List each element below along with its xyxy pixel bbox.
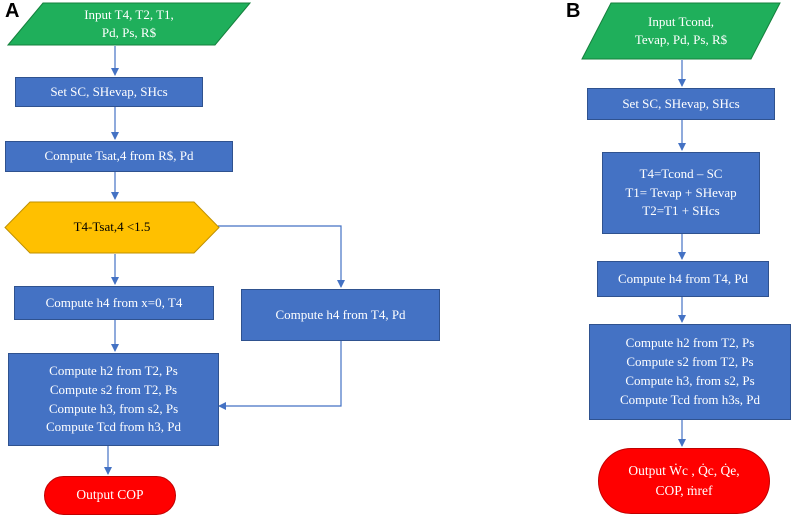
b-compute-line-2: Compute s2 from T2, Ps bbox=[626, 354, 754, 370]
panel-label-b: B bbox=[566, 0, 581, 22]
a-compute-block: Compute h2 from T2, Ps Compute s2 from T… bbox=[8, 353, 219, 446]
b-set-sc-label: Set SC, SHevap, SHcs bbox=[622, 95, 740, 111]
b-set-sc-box: Set SC, SHevap, SHcs bbox=[587, 88, 775, 120]
a-compute-h4-x0-label: Compute h4 from x=0, T4 bbox=[45, 294, 183, 310]
a-decision-diamond: T4-Tsat,4 <1.5 bbox=[4, 201, 220, 254]
panel-label-a: A bbox=[5, 0, 20, 22]
a-input-parallelogram: Input T4, T2, T1, Pd, Ps, R$ bbox=[7, 2, 251, 46]
a-compute-line-4: Compute Tcd from h3, Pd bbox=[46, 419, 181, 435]
a-input-line-1: Input T4, T2, T1, bbox=[84, 6, 174, 22]
a-compute-tsat-box: Compute Tsat,4 from R$, Pd bbox=[5, 141, 233, 172]
a-compute-line-1: Compute h2 from T2, Ps bbox=[49, 362, 178, 378]
a-input-line-2: Pd, Ps, R$ bbox=[101, 25, 157, 40]
a-compute-h4-pd-label: Compute h4 from T4, Pd bbox=[275, 306, 406, 322]
b-output-terminal: Output Ẇc , Q̇c, Q̇e, COP, ṁref bbox=[598, 448, 770, 514]
a-compute-h4-x0-box: Compute h4 from x=0, T4 bbox=[14, 286, 214, 320]
b-compute-h4-box: Compute h4 from T4, Pd bbox=[597, 261, 769, 297]
a-compute-line-3: Compute h3, from s2, Ps bbox=[48, 400, 179, 416]
b-compute-line-4: Compute Tcd from h3s, Pd bbox=[619, 391, 761, 407]
b-temps-line-1: T4=Tcond – SC bbox=[639, 165, 723, 181]
b-input-parallelogram: Input Tcond, Tevap, Pd, Ps, R$ bbox=[581, 2, 781, 60]
a-decision-label: T4-Tsat,4 <1.5 bbox=[73, 219, 151, 235]
b-compute-line-1: Compute h2 from T2, Ps bbox=[625, 335, 755, 351]
b-compute-block: Compute h2 from T2, Ps Compute s2 from T… bbox=[589, 324, 791, 420]
b-output-line-1: Output Ẇc , Q̇c, Q̇e, bbox=[628, 462, 740, 478]
b-output-line-2: COP, ṁref bbox=[655, 483, 713, 498]
b-compute-h4-label: Compute h4 from T4, Pd bbox=[617, 270, 749, 286]
a-set-sc-box: Set SC, SHevap, SHcs bbox=[15, 77, 203, 107]
b-input-line-2: Tevap, Pd, Ps, R$ bbox=[634, 32, 728, 47]
b-temps-line-3: T2=T1 + SHcs bbox=[642, 203, 720, 219]
b-input-line-1: Input Tcond, bbox=[647, 13, 714, 29]
b-compute-line-3: Compute h3, from s2, Ps bbox=[625, 373, 755, 388]
a-compute-tsat-label: Compute Tsat,4 from R$, Pd bbox=[44, 148, 194, 164]
b-temps-box: T4=Tcond – SC T1= Tevap + SHevap T2=T1 +… bbox=[602, 152, 760, 234]
a-compute-h4-pd-box: Compute h4 from T4, Pd bbox=[241, 289, 440, 341]
arrow-a-h4pd-to-block bbox=[218, 341, 342, 410]
a-output-label: Output COP bbox=[76, 487, 144, 503]
a-set-sc-label: Set SC, SHevap, SHcs bbox=[50, 83, 168, 99]
b-temps-line-2: T1= Tevap + SHevap bbox=[625, 184, 737, 200]
a-output-terminal: Output COP bbox=[44, 476, 176, 515]
a-compute-line-2: Compute s2 from T2, Ps bbox=[49, 381, 178, 397]
arrow-a-decision-to-h4pd bbox=[218, 225, 345, 288]
